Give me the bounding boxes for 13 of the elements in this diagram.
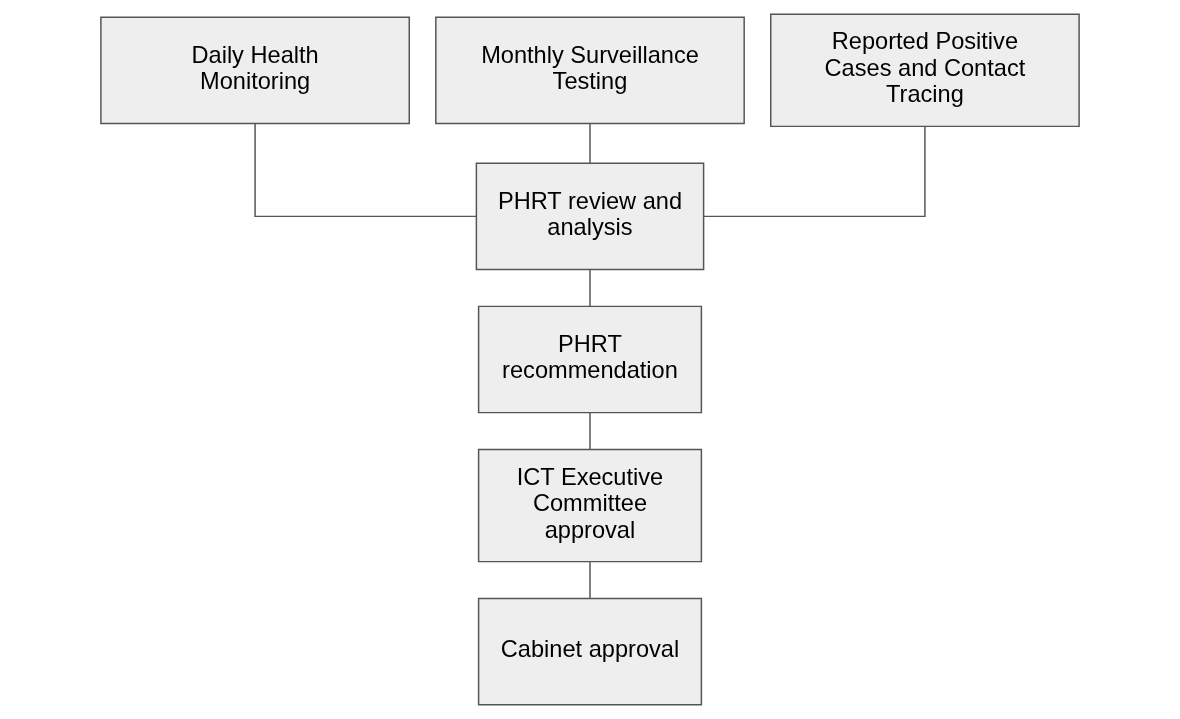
node-box: PHRT review and analysis bbox=[475, 162, 705, 271]
connector bbox=[703, 126, 926, 218]
connector bbox=[589, 561, 591, 599]
node-box: Monthly Surveillance Testing bbox=[435, 16, 745, 125]
node-box: Daily Health Monitoring bbox=[100, 16, 410, 125]
connector bbox=[589, 411, 591, 450]
connector bbox=[589, 268, 591, 307]
connector bbox=[589, 122, 591, 164]
node-box: ICT Executive Committee approval bbox=[477, 448, 703, 563]
connector bbox=[254, 122, 477, 218]
node-box: Cabinet approval bbox=[477, 597, 703, 706]
node-box: PHRT recommendation bbox=[477, 305, 703, 414]
node-box: Reported Positive Cases and Contact Tracing bbox=[770, 13, 1080, 128]
